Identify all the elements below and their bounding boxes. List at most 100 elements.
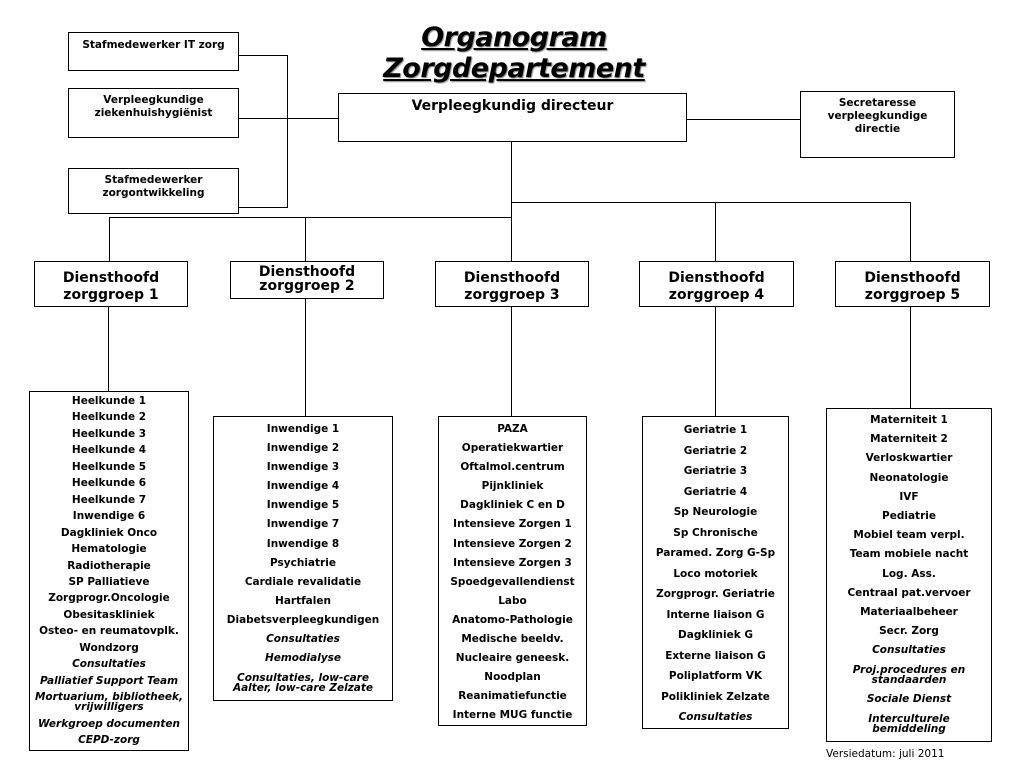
staff-it-label: Stafmedewerker IT zorg xyxy=(82,39,225,51)
unit-item: Interculturele bemiddeling xyxy=(868,712,950,735)
unit-item: CEPD-zorg xyxy=(78,734,140,747)
unit-item: Interne MUG functie xyxy=(452,709,573,722)
unit-item: Geriatrie 3 xyxy=(683,465,748,477)
connector-line xyxy=(715,307,716,416)
group-4-units: Geriatrie 1 Geriatrie 2 Geriatrie 3 Geriatr… xyxy=(642,416,789,729)
unit-item: Sp Neurologie xyxy=(673,506,758,518)
unit-item: Nucleaire geneesk. xyxy=(455,652,570,665)
hygienist-box: Verpleegkundige ziekenhuishygiënist xyxy=(68,88,239,138)
unit-item: Werkgroep documenten xyxy=(38,717,180,730)
zorgontwikkeling-label: Stafmedewerker zorgontwikkeling xyxy=(102,174,205,199)
connector-line xyxy=(511,307,512,416)
unit-item: Cardiale revalidatie xyxy=(244,575,362,588)
unit-item: Paramed. Zorg G-Sp xyxy=(655,547,776,559)
unit-item: Geriatrie 2 xyxy=(683,444,748,457)
connector-line xyxy=(910,307,911,408)
group-5-box: Diensthoofd zorggroep 5 xyxy=(835,261,990,307)
unit-item: Materniteit 1 xyxy=(870,414,948,426)
group-1-label: Diensthoofd zorggroep 1 xyxy=(62,270,160,303)
unit-item: Dagkliniek C en D xyxy=(460,499,565,512)
connector-line xyxy=(109,217,511,218)
unit-item: Intensieve Zorgen 2 xyxy=(453,537,572,550)
unit-item: Geriatrie 1 xyxy=(683,424,748,436)
unit-item: Externe liaison G xyxy=(665,649,766,662)
connector-line xyxy=(108,307,109,391)
zorgontwikkeling-box: Stafmedewerker zorgontwikkeling xyxy=(68,168,239,214)
secretary-label: Secretaresse verpleegkundige directie xyxy=(827,97,928,135)
group-4-box: Diensthoofd zorggroep 4 xyxy=(639,261,794,307)
group-3-label: Diensthoofd zorggroep 3 xyxy=(463,270,561,303)
unit-item: SP Palliatieve xyxy=(68,575,150,588)
connector-line xyxy=(687,119,800,120)
director-box: Verpleegkundig directeur xyxy=(338,93,687,142)
unit-item: Mobiel team verpl. xyxy=(853,529,965,542)
group-1-box: Diensthoofd zorggroep 1 xyxy=(34,261,188,307)
unit-item: Heelkunde 3 xyxy=(71,427,147,440)
group-2-label: Diensthoofd zorggroep 2 xyxy=(258,264,356,294)
unit-item: Geriatrie 4 xyxy=(683,485,748,498)
director-label: Verpleegkundig directeur xyxy=(411,98,614,114)
version-date: Versiedatum: juli 2011 xyxy=(826,748,945,760)
unit-item: Consultaties xyxy=(678,711,753,723)
unit-item: Diabetsverpleegkundigen xyxy=(226,613,380,626)
unit-item: Heelkunde 7 xyxy=(71,493,147,506)
unit-item: Intensieve Zorgen 3 xyxy=(453,556,572,569)
connector-line xyxy=(238,118,288,119)
unit-item: Noodplan xyxy=(484,671,541,684)
staff-it-box: Stafmedewerker IT zorg xyxy=(68,32,239,71)
unit-item: Polikliniek Zelzate xyxy=(661,690,770,703)
unit-item: Obesitaskliniek xyxy=(63,608,155,621)
unit-item: Palliatief Support Team xyxy=(39,674,179,687)
unit-item: Oftalmol.centrum xyxy=(460,461,565,474)
unit-item: Inwendige 5 xyxy=(266,499,340,512)
unit-item: Consultaties xyxy=(266,633,340,646)
hygienist-label: Verpleegkundige ziekenhuishygiënist xyxy=(94,94,213,119)
unit-item: Zorgprogr.Oncologie xyxy=(48,592,170,605)
unit-item: Log. Ass. xyxy=(882,567,936,580)
unit-item: Poliplatform VK xyxy=(668,670,763,682)
unit-item: Sociale Dienst xyxy=(866,692,952,705)
unit-item: Inwendige 7 xyxy=(266,518,340,531)
unit-item: Medische beeldv. xyxy=(461,633,564,646)
unit-item: Labo xyxy=(498,594,527,607)
unit-item: Heelkunde 4 xyxy=(71,444,147,457)
unit-item: Team mobiele nacht xyxy=(849,548,969,561)
connector-line xyxy=(715,202,716,262)
unit-item: Consultaties, low-care Aalter, low-care … xyxy=(232,671,374,694)
unit-item: Heelkunde 6 xyxy=(71,477,147,490)
unit-item: Radiotherapie xyxy=(67,559,151,572)
unit-item: Osteo- en reumatovplk. xyxy=(39,625,179,638)
connector-line xyxy=(511,202,911,203)
unit-item: Consultaties xyxy=(72,658,146,671)
unit-item: Reanimatiefunctie xyxy=(458,690,567,703)
unit-item: Psychiatrie xyxy=(270,556,336,569)
page-title: Organogram Zorgdepartement xyxy=(383,22,645,84)
unit-item: Sp Chronische xyxy=(673,526,758,539)
unit-item: Proj.procedures en standaarden xyxy=(852,664,966,687)
connector-line xyxy=(287,55,288,208)
unit-item: Zorgprogr. Geriatrie xyxy=(656,588,775,600)
unit-item: Inwendige 2 xyxy=(266,442,340,455)
unit-item: Verloskwartier xyxy=(865,452,953,465)
unit-item: Inwendige 8 xyxy=(266,537,340,550)
unit-item: Consultaties xyxy=(872,644,946,657)
connector-line xyxy=(109,217,110,262)
unit-item: Materniteit 2 xyxy=(870,433,948,446)
unit-item: Materiaalbeheer xyxy=(860,606,958,619)
unit-item: Anatomo-Pathologie xyxy=(452,613,573,626)
group-3-box: Diensthoofd zorggroep 3 xyxy=(435,261,589,307)
unit-item: Inwendige 4 xyxy=(266,480,340,493)
unit-item: Inwendige 3 xyxy=(266,461,340,474)
unit-item: Heelkunde 2 xyxy=(71,411,147,424)
unit-item: Centraal pat.vervoer xyxy=(847,586,971,599)
unit-item: Hematologie xyxy=(71,543,147,556)
unit-item: Dagkliniek Onco xyxy=(60,526,158,539)
unit-item: Pediatrie xyxy=(882,510,936,523)
connector-line xyxy=(288,118,338,119)
connector-line xyxy=(910,202,911,262)
unit-item: Secr. Zorg xyxy=(879,625,939,638)
unit-item: Wondzorg xyxy=(79,641,139,654)
